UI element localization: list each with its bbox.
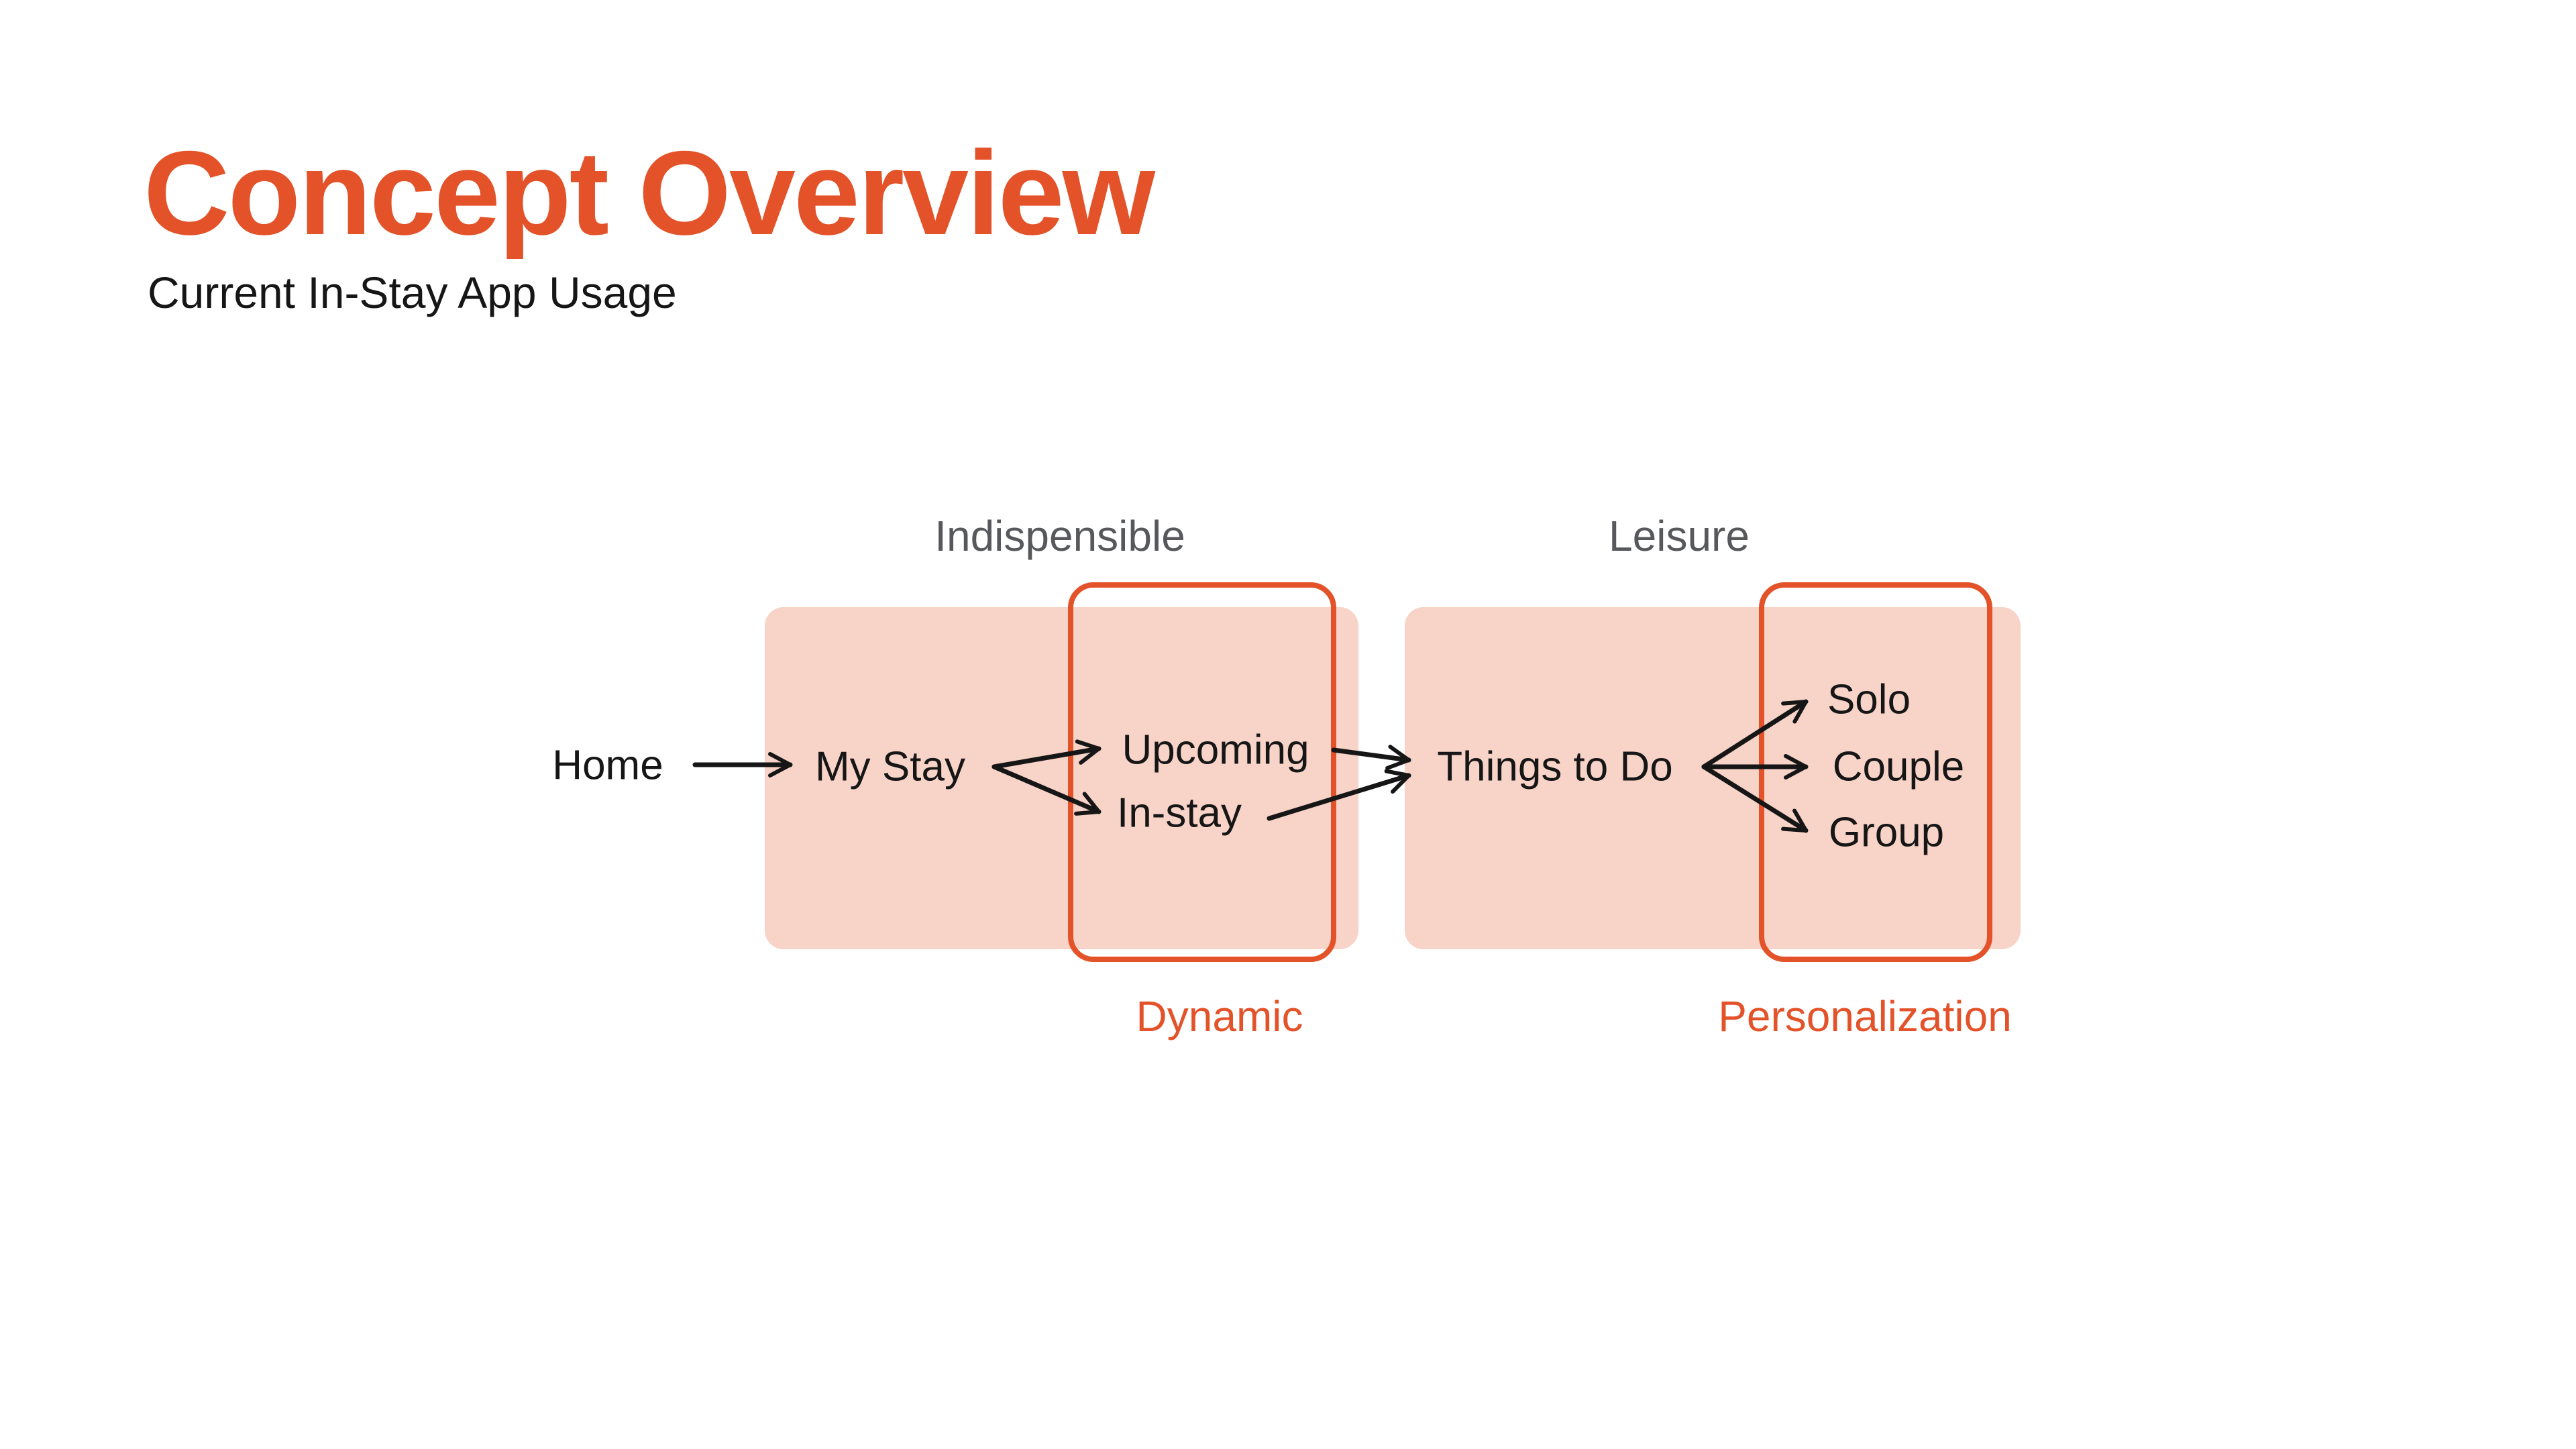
page-subtitle: Current In-Stay App Usage xyxy=(148,268,677,317)
node-things-to-do: Things to Do xyxy=(1437,743,1673,790)
group-label-indispensible: Indispensible xyxy=(934,512,1185,560)
callout-label-dynamic: Dynamic xyxy=(1136,992,1303,1040)
node-in-stay: In-stay xyxy=(1116,790,1242,837)
node-my-stay: My Stay xyxy=(815,743,965,790)
group-label-leisure: Leisure xyxy=(1609,512,1750,560)
node-group: Group xyxy=(1828,809,1945,856)
node-solo: Solo xyxy=(1827,676,1911,723)
node-couple: Couple xyxy=(1832,743,1965,790)
page-title: Concept Overview xyxy=(144,126,1155,260)
node-home: Home xyxy=(552,742,663,789)
node-upcoming: Upcoming xyxy=(1122,727,1309,773)
callout-label-personalization: Personalization xyxy=(1718,992,2012,1040)
